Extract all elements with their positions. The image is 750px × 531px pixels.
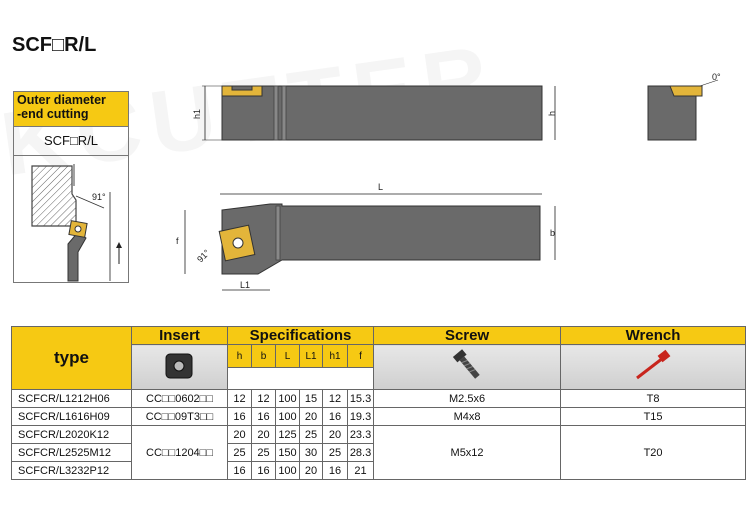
insert-header: Insert — [131, 326, 228, 345]
row-h1: 16 — [322, 407, 348, 426]
insert-icon — [165, 353, 192, 378]
spec-col-h1: h1 — [322, 344, 348, 368]
top-view-body — [221, 203, 541, 275]
row-b: 25 — [251, 443, 276, 462]
group-insert: CC□□1204□□ — [131, 425, 228, 480]
spec-col-L: L — [275, 344, 300, 368]
type-header: type — [11, 326, 132, 390]
row-type: SCFCR/L3232P12 — [11, 461, 132, 480]
side-view-insert — [221, 85, 263, 97]
cutting-diagram: 91° — [14, 156, 128, 284]
row-f: 19.3 — [346, 407, 375, 426]
screw-image — [373, 344, 562, 390]
spec-col-f: f — [346, 344, 375, 368]
screw-header: Screw — [373, 326, 562, 345]
end-view-insert — [669, 85, 703, 97]
row-type: SCFCR/L2020K12 — [11, 425, 132, 444]
spec-col-h: h — [227, 344, 252, 368]
length-label: L — [378, 182, 383, 192]
spec-col-b: b — [251, 344, 276, 368]
row-h1: 12 — [322, 389, 348, 408]
row-f: 15.3 — [346, 389, 375, 408]
row-L1: 30 — [299, 443, 323, 462]
row-L1: 20 — [299, 407, 323, 426]
row-h: 16 — [227, 461, 252, 480]
table-row: SCFCR/L3232P12 16 16 100 20 16 21 — [11, 461, 746, 480]
row-wrench: T15 — [560, 407, 747, 426]
row-b: 20 — [251, 425, 276, 444]
row-L: 100 — [275, 461, 300, 480]
row-screw: M4x8 — [373, 407, 562, 426]
h1-label: h1 — [192, 109, 202, 119]
spec-col-L1: L1 — [299, 344, 323, 368]
row-h1: 25 — [322, 443, 348, 462]
screw-icon — [452, 348, 480, 379]
row-L: 100 — [275, 407, 300, 426]
row-b: 16 — [251, 407, 276, 426]
tool-drawings: h1 h 0° L f 91° b L1 — [176, 72, 721, 291]
group-screw: M5x12 — [373, 425, 562, 480]
row-L1: 15 — [299, 389, 323, 408]
row-insert: CC□□0602□□ — [131, 389, 228, 408]
row-type: SCFCR/L1212H06 — [11, 389, 132, 408]
wrench-header: Wrench — [560, 326, 747, 345]
wrench-icon — [636, 349, 671, 379]
top-view-insert-hole — [232, 237, 244, 249]
row-type: SCFCR/L2525M12 — [11, 443, 132, 462]
workpiece-shape — [31, 165, 77, 227]
row-b: 16 — [251, 461, 276, 480]
row-h: 12 — [227, 389, 252, 408]
table-row: SCFCR/L1616H09 CC□□09T3□□ 16 16 100 20 1… — [11, 407, 747, 426]
cutting-type-panel: Outer diameter -end cutting SCF□R/L 91° — [13, 91, 129, 283]
row-h1: 20 — [322, 425, 348, 444]
page-title: SCF□R/L — [12, 34, 97, 56]
row-wrench: T8 — [560, 389, 747, 408]
f-label: f — [176, 236, 179, 246]
table-row: SCFCR/L2020K12 CC□□1204□□ 20 20 125 25 2… — [11, 425, 747, 480]
cutting-type-heading: Outer diameter -end cutting — [14, 92, 128, 127]
cutting-angle-label: 91° — [92, 192, 106, 202]
row-f: 23.3 — [346, 425, 375, 444]
insert-image — [131, 344, 228, 390]
row-type: SCFCR/L1616H09 — [11, 407, 132, 426]
group-wrench: T20 — [560, 425, 747, 480]
insert-hole — [74, 225, 82, 233]
table-row: SCFCR/L1212H06 CC□□0602□□ 12 12 100 15 1… — [11, 389, 747, 408]
row-h1: 16 — [322, 461, 348, 480]
row-screw: M2.5x6 — [373, 389, 562, 408]
side-view-body — [221, 85, 543, 141]
row-f: 21 — [346, 461, 375, 480]
row-L1: 20 — [299, 461, 323, 480]
row-b: 12 — [251, 389, 276, 408]
row-L: 150 — [275, 443, 300, 462]
row-insert: CC□□09T3□□ — [131, 407, 228, 426]
h-label: h — [547, 111, 557, 116]
specifications-header: Specifications — [226, 326, 375, 345]
row-L: 100 — [275, 389, 300, 408]
angle-label: 91° — [195, 247, 212, 264]
row-h: 16 — [227, 407, 252, 426]
row-L: 125 — [275, 425, 300, 444]
row-L1: 25 — [299, 425, 323, 444]
row-h: 25 — [227, 443, 252, 462]
row-h: 20 — [227, 425, 252, 444]
b-label: b — [550, 228, 555, 238]
cutting-type-model: SCF□R/L — [14, 127, 128, 156]
specification-table: type Insert Specifications Screw Wrench … — [11, 326, 747, 480]
row-f: 28.3 — [346, 443, 375, 462]
zero-deg-label: 0° — [712, 72, 721, 82]
wrench-image — [560, 344, 747, 390]
l1-label: L1 — [240, 280, 250, 290]
